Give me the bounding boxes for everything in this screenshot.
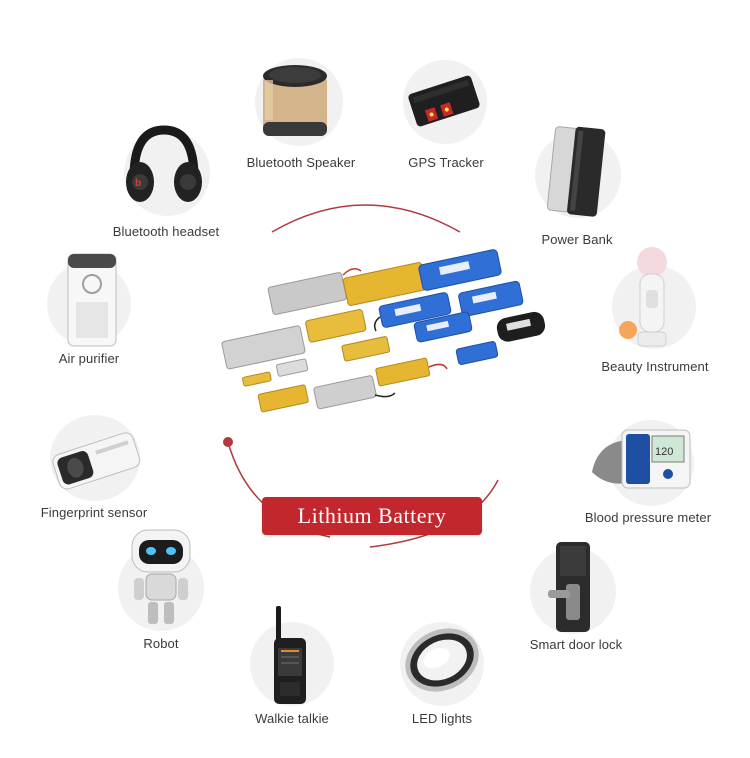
- blood-pressure-monitor-icon: 120: [592, 429, 691, 489]
- label-power-bank: Power Bank: [541, 232, 613, 247]
- robot-icon: [131, 529, 191, 624]
- headphones-icon: b: [126, 125, 202, 202]
- battery-cluster-image: [221, 249, 546, 413]
- label-gps-tracker: GPS Tracker: [408, 155, 484, 170]
- label-blood-pressure-meter: Blood pressure meter: [584, 510, 712, 525]
- speaker-icon: [263, 65, 327, 136]
- power-bank-icon: [546, 126, 606, 217]
- door-lock-icon: [548, 542, 590, 632]
- label-beauty-instrument: Beauty Instrument: [601, 359, 709, 374]
- walkie-talkie-icon: [274, 606, 306, 704]
- lithium-battery-banner: Lithium Battery: [262, 497, 482, 535]
- label-led-lights: LED lights: [411, 711, 473, 726]
- label-walkie-talkie: Walkie talkie: [255, 711, 329, 726]
- svg-text:b: b: [135, 178, 141, 189]
- gps-tracker-icon: [408, 75, 480, 127]
- label-bluetooth-speaker: Bluetooth Speaker: [246, 155, 356, 170]
- air-purifier-icon: [67, 253, 117, 347]
- label-smart-door-lock: Smart door lock: [529, 637, 623, 652]
- label-air-purifier: Air purifier: [58, 351, 120, 366]
- svg-text:120: 120: [655, 446, 673, 458]
- led-light-icon: [405, 628, 479, 692]
- label-robot: Robot: [143, 636, 179, 651]
- label-fingerprint-sensor: Fingerprint sensor: [40, 505, 148, 520]
- beauty-device-icon: [619, 247, 667, 347]
- label-bluetooth-headset: Bluetooth headset: [112, 224, 220, 239]
- fingerprint-sensor-icon: [52, 432, 141, 490]
